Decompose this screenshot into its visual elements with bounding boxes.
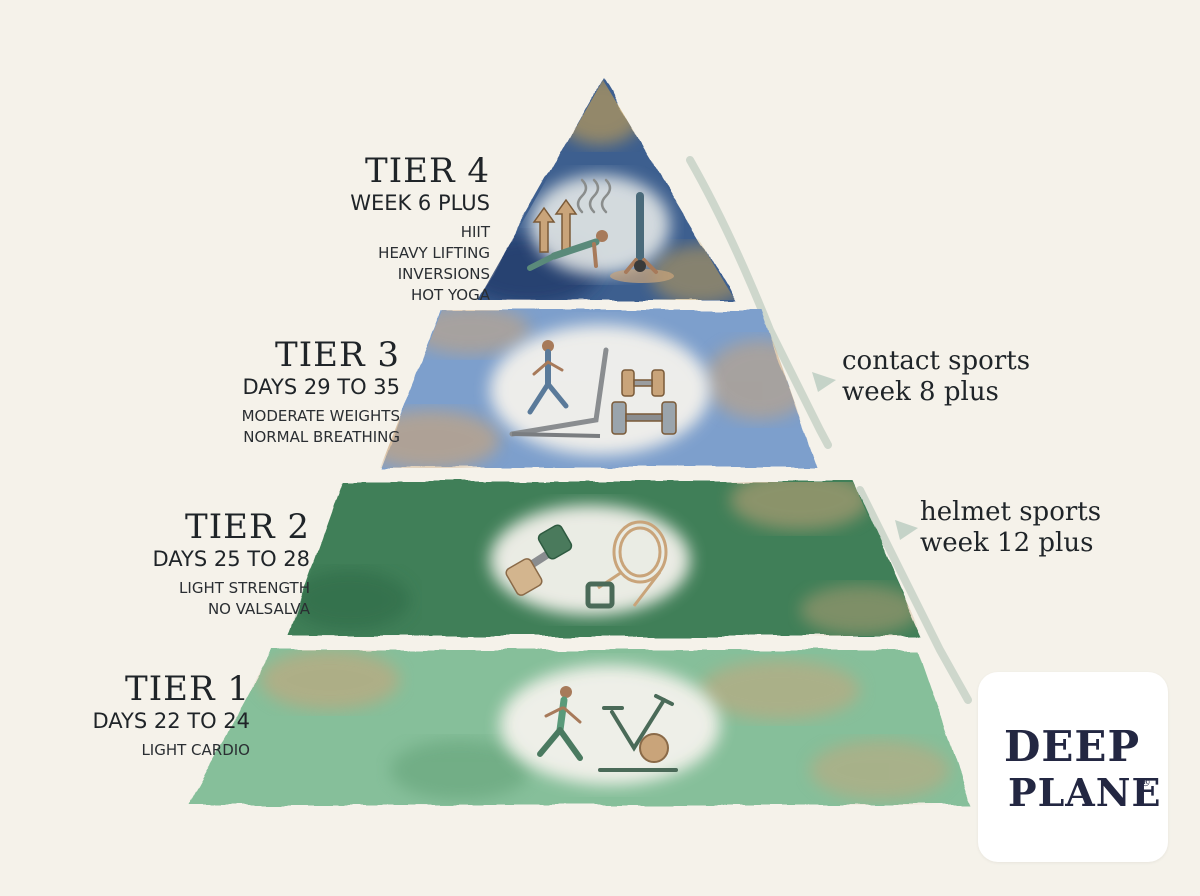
tier-1-band	[188, 650, 972, 805]
resistance-band-icon	[585, 520, 668, 609]
registered-mark: ®	[1140, 776, 1152, 789]
tier-4-activity: HIIT	[460, 223, 490, 241]
tier-3-label: TIER 3 DAYS 29 TO 35 MODERATE WEIGHTS NO…	[180, 336, 400, 448]
contact-sports-label: contact sports	[842, 346, 1031, 376]
helmet-sports-note: helmet sports week 12 plus	[920, 497, 1101, 559]
tier-2-label: TIER 2 DAYS 25 TO 28 LIGHT STRENGTH NO V…	[100, 508, 310, 620]
tier-2-title: TIER 2	[185, 507, 310, 547]
exercise-bike-icon	[598, 694, 678, 772]
dumbbells-icon	[611, 369, 677, 435]
heat-waves-icon	[576, 178, 612, 214]
helmet-sports-timeframe: week 12 plus	[920, 528, 1094, 558]
tier-3-title: TIER 3	[275, 335, 400, 375]
runner-icon	[537, 686, 583, 761]
tier-2-band	[288, 482, 922, 636]
tier-2-activity: LIGHT STRENGTH	[179, 579, 310, 597]
tier-3-band	[380, 310, 818, 468]
up-arrows-icon	[532, 198, 578, 253]
tier-4-timeframe: WEEK 6 PLUS	[350, 191, 490, 215]
tier-1-timeframe: DAYS 22 TO 24	[92, 709, 250, 733]
headstand-person-icon	[610, 192, 674, 283]
contact-sports-timeframe: week 8 plus	[842, 377, 999, 407]
logo-word-plane: PLANE	[1008, 770, 1162, 815]
plank-person-icon	[527, 230, 608, 271]
contact-sports-pointer	[812, 372, 836, 392]
tier-1-title: TIER 1	[125, 669, 250, 709]
logo-card: DEEP PLANE ®	[978, 672, 1168, 862]
tier-1-label: TIER 1 DAYS 22 TO 24 LIGHT CARDIO	[30, 670, 250, 761]
pyramid-shadow-edge	[686, 156, 972, 704]
tier-4-activity: INVERSIONS	[397, 265, 490, 283]
tier-4-title: TIER 4	[365, 151, 490, 191]
logo-word-deep: DEEP	[1004, 722, 1141, 771]
contact-sports-note: contact sports week 8 plus	[842, 346, 1030, 408]
tier-4-activity: HEAVY LIFTING	[378, 244, 490, 262]
tier-4-label: TIER 4 WEEK 6 PLUS HIIT HEAVY LIFTING IN…	[290, 152, 490, 306]
tier-3-activity: NORMAL BREATHING	[243, 428, 400, 446]
tier-1-activity: LIGHT CARDIO	[141, 741, 250, 759]
tier-2-activity: NO VALSALVA	[207, 600, 310, 618]
tier-4-activity: HOT YOGA	[410, 286, 490, 304]
helmet-sports-label: helmet sports	[920, 497, 1102, 527]
tier-3-activity: MODERATE WEIGHTS	[241, 407, 400, 425]
tier-2-timeframe: DAYS 25 TO 28	[152, 547, 310, 571]
dumbbell-icon	[505, 524, 573, 596]
tier-3-timeframe: DAYS 29 TO 35	[242, 375, 400, 399]
treadmill-runner-icon	[509, 340, 609, 438]
helmet-sports-pointer	[895, 520, 918, 540]
